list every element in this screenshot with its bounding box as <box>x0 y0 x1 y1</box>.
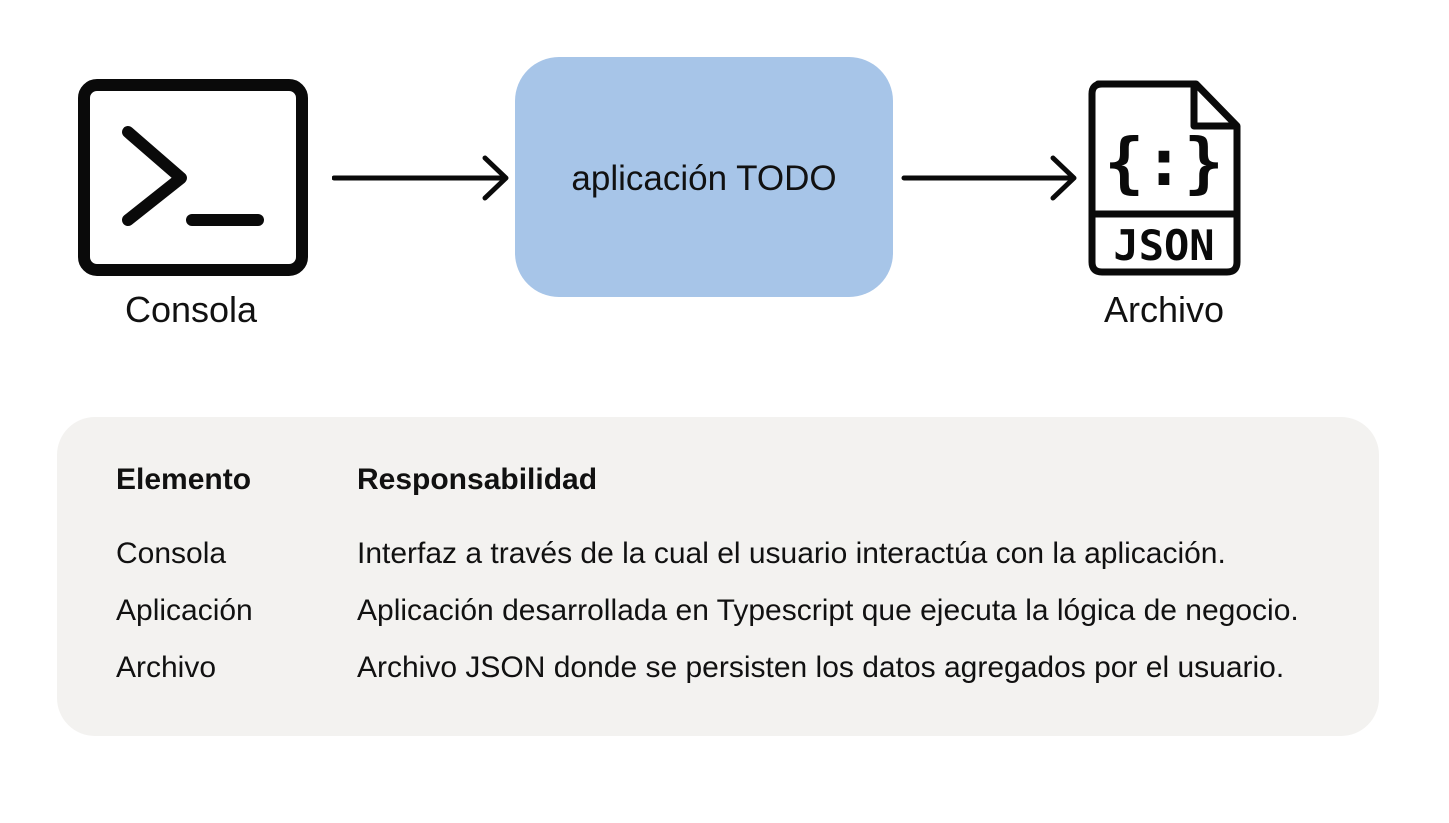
terminal-icon <box>78 79 308 276</box>
arrow-right-icon <box>332 155 509 201</box>
json-braces-glyph: {:} <box>1104 124 1223 201</box>
table-row-element: Consola <box>116 537 227 570</box>
architecture-diagram: Consola aplicación TODO {:} JSON Archivo <box>0 0 1449 360</box>
table-row-element: Archivo <box>116 651 217 684</box>
table-row-responsibility: Interfaz a través de la cual el usuario … <box>357 537 1226 570</box>
arrow-right-icon <box>901 155 1077 201</box>
json-file-icon: {:} JSON <box>1088 80 1241 276</box>
responsibility-table <box>57 417 1379 736</box>
table-row-element: Aplicación <box>116 594 253 627</box>
table-row-responsibility: Aplicación desarrollada en Typescript qu… <box>357 594 1299 627</box>
table-header-responsibility: Responsabilidad <box>357 463 598 496</box>
application-label: aplicación TODO <box>571 159 837 198</box>
application-box: aplicación TODO <box>515 57 893 297</box>
file-label: Archivo <box>1103 289 1225 330</box>
json-icon-text: JSON <box>1113 221 1214 270</box>
table-header-element: Elemento <box>116 463 252 496</box>
console-label: Consola <box>124 289 258 330</box>
table-row-responsibility: Archivo JSON donde se persisten los dato… <box>357 651 1285 684</box>
